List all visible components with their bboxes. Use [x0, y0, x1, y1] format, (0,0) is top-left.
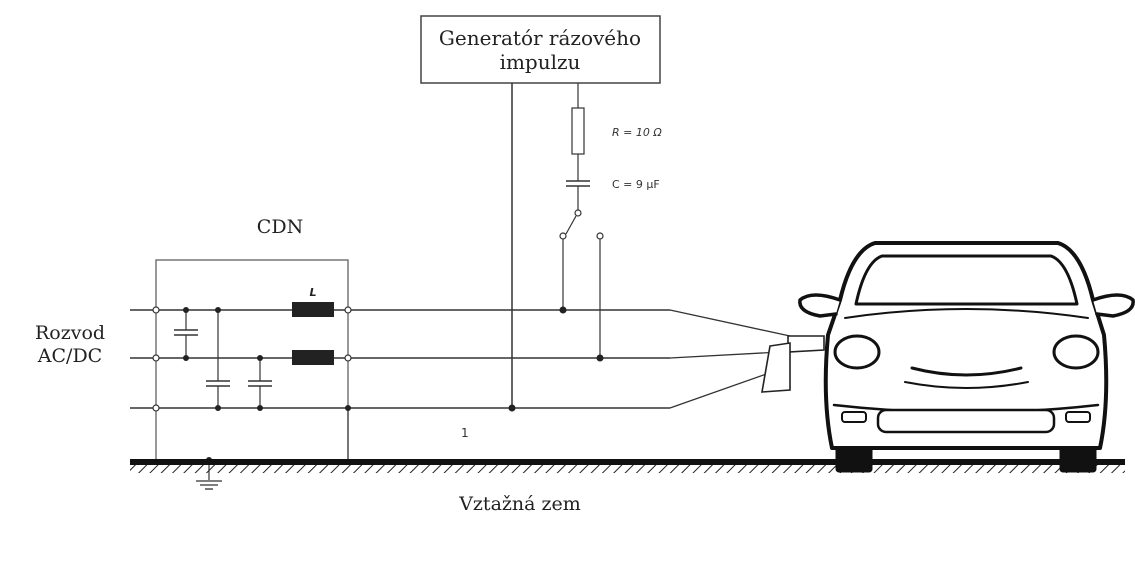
source-label-line1: Rozvod — [35, 322, 105, 344]
supply-lines — [130, 309, 791, 409]
car-icon — [798, 241, 1135, 473]
earth-icon — [196, 480, 222, 490]
source-label-line2: AC/DC — [37, 345, 102, 367]
resistor-label: R = 10 Ω — [612, 126, 662, 139]
inductor-label: L — [309, 286, 316, 299]
surge-generator-box: Generatór rázového impulzu — [420, 15, 661, 84]
generator-title-line1: Generatór rázového — [439, 26, 641, 50]
capacitor-label: C = 9 μF — [612, 178, 660, 191]
charging-connector — [761, 335, 825, 393]
inductor-bottom — [292, 350, 334, 365]
inductor-top — [292, 302, 334, 317]
ground-label: Vztažná zem — [458, 493, 581, 515]
coupling-branch: R = 10 Ω C = 9 μF — [559, 83, 662, 358]
cdn-internals: L — [152, 286, 352, 480]
cdn-box: CDN — [155, 216, 349, 461]
cdn-label: CDN — [257, 216, 303, 238]
reference-ground-plane — [130, 459, 1125, 473]
marker-1: 1 — [461, 426, 469, 440]
switch-blade — [565, 215, 577, 235]
generator-title-line2: impulzu — [500, 50, 581, 74]
resistor-symbol — [571, 107, 585, 155]
